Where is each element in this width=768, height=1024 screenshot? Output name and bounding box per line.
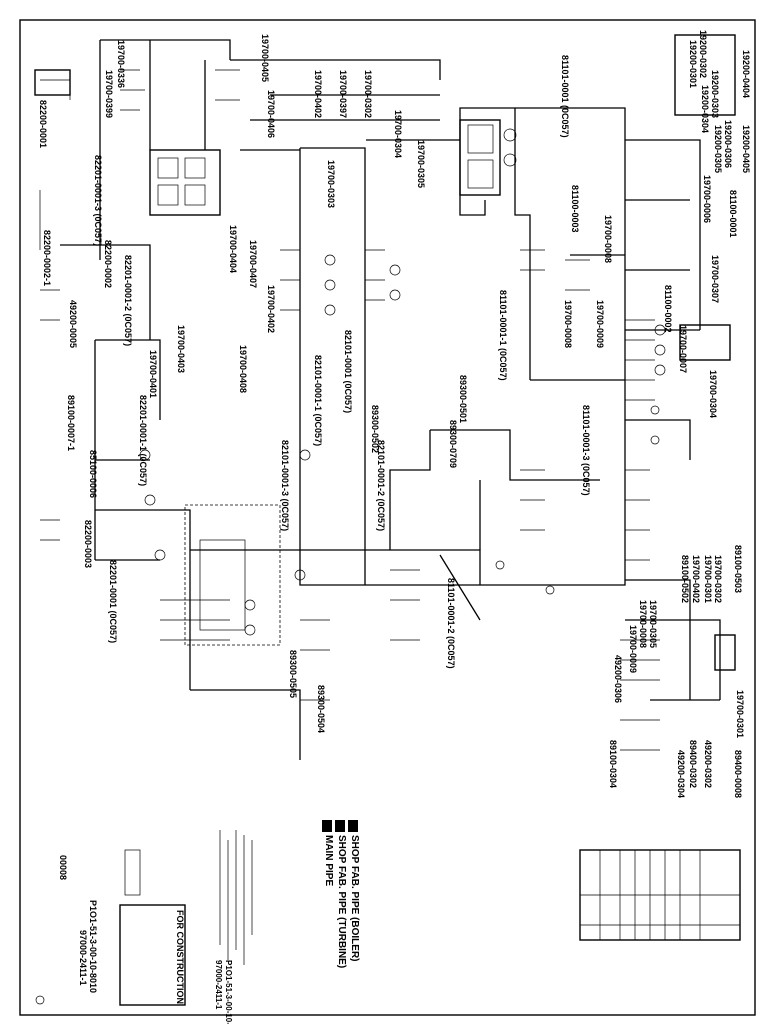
line-label: 81101-0001 (0C057) [560, 55, 570, 138]
line-label: 82101-0001 (0C057) [343, 330, 353, 413]
line-label: 81101-0001-2 (0C057) [446, 578, 456, 669]
line-label: 89100-0503 [733, 545, 743, 593]
bottom-drawing-number: P1O1-51-3-00-10-8010 [224, 960, 233, 1024]
line-label: 19700-0302 [363, 70, 373, 118]
line-label: 89100-0502 [680, 555, 690, 603]
line-label: 19700-0304 [708, 370, 718, 418]
legend-shop-fab-turbine: SHOP FAB. PIPE (TURBINE) [336, 835, 347, 968]
line-label: 89100-0007-1 [66, 395, 76, 451]
line-label: 89400-0008 [733, 750, 743, 798]
line-label: 82101-0001-2 (0C057) [376, 440, 386, 531]
line-label: 89100-0304 [608, 740, 618, 788]
secondary-lines [39, 69, 660, 751]
equipment-blocks [34, 34, 736, 671]
line-label: 49200-0304 [676, 750, 686, 798]
line-label: 19700-0009 [628, 625, 638, 673]
legend-shop-fab-boiler: SHOP FAB. PIPE (BOILER) [349, 835, 360, 962]
line-label: 49200-0302 [703, 740, 713, 788]
line-label: 82101-0001-1 (0C057) [313, 355, 323, 446]
line-label: 19200-0304 [700, 85, 710, 133]
document-number: 97000-2411-1 [78, 930, 88, 986]
line-label: 82201-0001-1 (0C057) [138, 395, 148, 486]
bottom-document-number: 97000-2411-1 [214, 960, 223, 1010]
line-label: 19700-0304 [393, 110, 403, 158]
line-label: 19700-0397 [338, 70, 348, 118]
sheet-number: 00008 [58, 855, 68, 880]
line-label: 19700-0404 [228, 225, 238, 273]
line-label: 19700-0336 [116, 40, 126, 88]
line-label: 19200-0306 [723, 120, 733, 168]
line-label: 19700-0403 [176, 325, 186, 373]
line-label: 19700-0405 [260, 34, 270, 82]
line-label: 81100-0002 [663, 285, 673, 333]
legend-main-pipe: MAIN PIPE [323, 835, 334, 886]
line-label: 89300-0504 [316, 685, 326, 733]
drawing-number: P1O1-51-3-00-10-8010 [88, 900, 98, 993]
line-label: 81101-0001-1 (0C057) [498, 290, 508, 381]
line-label: 85100-0006 [88, 450, 98, 498]
line-label: 49200-0306 [613, 655, 623, 703]
general-notes [219, 830, 253, 965]
line-number-labels: 19700-0405 19700-0336 19700-0399 19700-0… [38, 30, 751, 798]
line-label: 19700-0008 [603, 215, 613, 263]
line-label: 19200-0404 [741, 50, 751, 98]
line-label: 81101-0001-3 (0C057) [581, 405, 591, 496]
line-label: 19700-0301 [735, 690, 745, 738]
line-label: 82200-0001 [38, 100, 48, 148]
main-pipe-network [60, 39, 721, 760]
pipe-legend: MAIN PIPE SHOP FAB. PIPE (TURBINE) SHOP … [322, 820, 360, 968]
line-label: 89300-0502 [370, 405, 380, 453]
line-label: 19700-0301 [703, 555, 713, 603]
line-label: 89300-0505 [288, 650, 298, 698]
title-block: FOR CONSTRUCTION P1O1-51-3-00-10-8010 97… [35, 849, 233, 1024]
line-label: 19700-0008 [563, 300, 573, 348]
line-label: 19700-0007 [678, 325, 688, 373]
line-label: 19700-0009 [595, 300, 605, 348]
line-label: 49200-0005 [68, 300, 78, 348]
line-label: 82201-0001-2 (0C057) [123, 255, 133, 346]
construction-stamp: FOR CONSTRUCTION [175, 910, 185, 1004]
line-label: 19700-0302 [713, 555, 723, 603]
line-label: 19700-0008 [638, 600, 648, 648]
line-label: 19700-0402 [313, 70, 323, 118]
line-label: 19700-0305 [416, 140, 426, 188]
line-label: 89300-0709 [448, 420, 458, 468]
line-label: 81100-0003 [570, 185, 580, 233]
line-label: 19200-0303 [710, 70, 720, 118]
line-label: 19200-0305 [713, 125, 723, 173]
line-label: 19700-0407 [248, 240, 258, 288]
line-label: 19700-0402 [266, 285, 276, 333]
line-label: 19700-0401 [148, 350, 158, 398]
line-label: 82101-0001-3 (0C057) [280, 440, 290, 531]
line-label: 19700-0006 [702, 175, 712, 223]
line-label: 19700-0303 [326, 160, 336, 208]
line-label: 82201-0001-3 (0C057) [93, 155, 103, 246]
line-label: 82200-0003 [83, 520, 93, 568]
line-label: 82201-0001 (0C057) [108, 560, 118, 643]
line-label: 19700-0402 [691, 555, 701, 603]
line-label: 82200-0002-1 [42, 230, 52, 286]
line-label: 19700-0307 [710, 255, 720, 303]
line-label: 19700-0399 [104, 70, 114, 118]
line-label: 19200-0301 [688, 40, 698, 88]
line-label: 82200-0002 [103, 240, 113, 288]
line-label: 81100-0001 [728, 190, 738, 238]
line-label: 19200-0302 [698, 30, 708, 78]
line-label: 19700-0305 [648, 600, 658, 648]
revision-table [579, 849, 741, 941]
line-label: 19200-0405 [741, 125, 751, 173]
line-label: 19700-0408 [238, 345, 248, 393]
line-label: 19700-0406 [266, 90, 276, 138]
line-label: 89300-0501 [458, 375, 468, 423]
drawing-border [19, 19, 756, 1016]
line-label: 89400-0302 [688, 740, 698, 788]
